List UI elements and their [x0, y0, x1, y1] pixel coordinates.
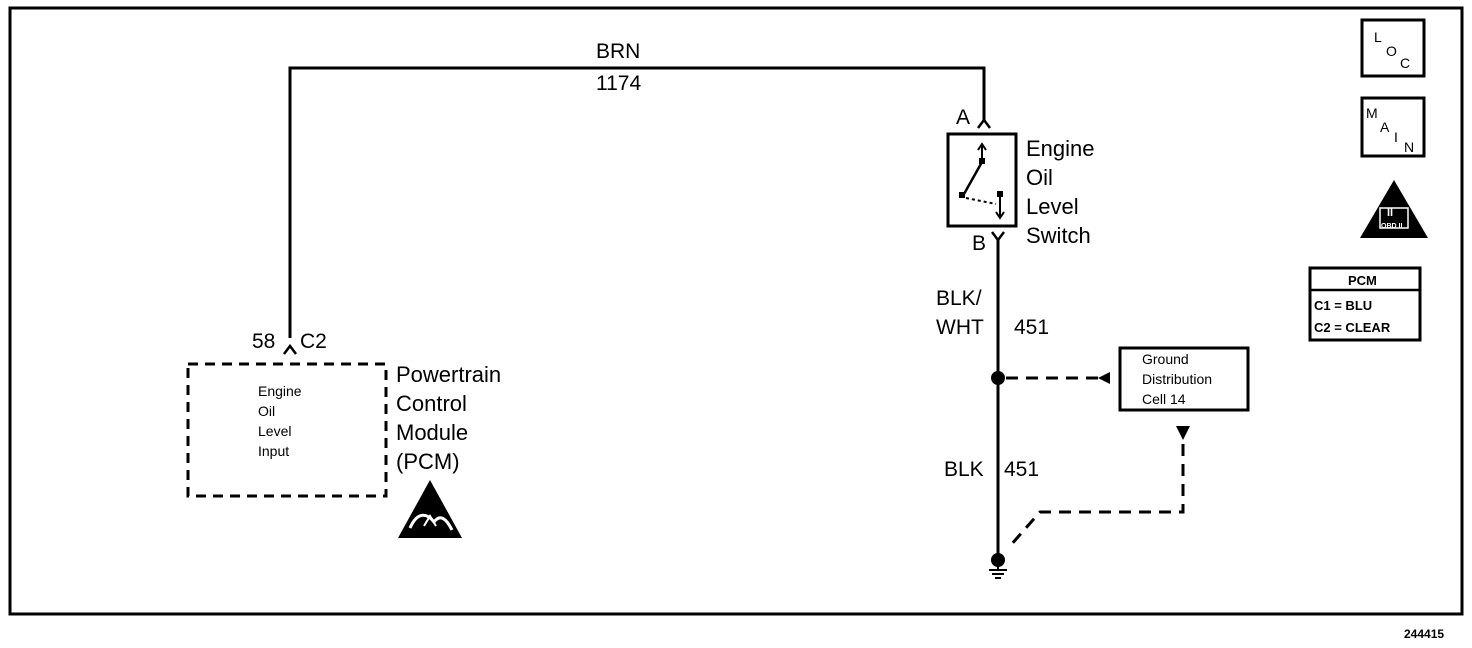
obd-roman: II: [1387, 207, 1393, 219]
switch-symbol: [959, 142, 1005, 220]
pcm-internal-line-2: Oil: [258, 403, 275, 419]
ground-dist-line-1: Ground: [1142, 351, 1189, 367]
pcm-internal-line-1: Engine: [258, 383, 302, 399]
pcm-connector-legend: PCM C1 = BLU C2 = CLEAR: [1308, 266, 1422, 342]
wire-top-color: BRN: [596, 40, 640, 63]
pcm-label-line-2: Control: [396, 391, 467, 416]
oil-level-switch-box: [946, 132, 1018, 228]
pcm-label-line-3: Module: [396, 420, 468, 445]
pcm-internal-label: Engine Oil Level Input: [258, 383, 302, 459]
wire-switch-circuit: 451: [1014, 316, 1049, 339]
pcm-label-line-1: Powertrain: [396, 362, 501, 387]
wire-switch-color-2: WHT: [936, 316, 984, 339]
main-letter-a: A: [1380, 119, 1390, 135]
loc-letter-l: L: [1374, 29, 1382, 45]
obd-caption: OBD II: [1381, 223, 1402, 230]
main-letter-n: N: [1404, 139, 1414, 155]
ground-dist-line-2: Distribution: [1142, 371, 1212, 387]
pcm-legend-row-2: C2 = CLEAR: [1314, 320, 1391, 335]
ground-dist-arrow: [1176, 426, 1190, 440]
wire-brn-1174: [288, 66, 986, 338]
figure-number: 244415: [1404, 627, 1444, 641]
pcm-legend-row-1: C1 = BLU: [1314, 298, 1372, 313]
switch-pin-a: A: [956, 106, 970, 129]
main-icon: M A I N: [1360, 96, 1426, 158]
ground-dist-line-3: Cell 14: [1142, 391, 1186, 407]
switch-label-line-1: Engine: [1026, 136, 1095, 161]
pcm-legend-title: PCM: [1348, 273, 1377, 288]
pcm-connector-pin: 58: [252, 330, 275, 353]
esd-warning-icon: [398, 480, 462, 538]
pcm-label-line-4: (PCM): [396, 449, 460, 474]
switch-pin-b: B: [972, 232, 986, 255]
pcm-internal-line-4: Input: [258, 443, 289, 459]
pcm-connector-id: C2: [300, 330, 327, 353]
wire-top-circuit: 1174: [596, 72, 641, 95]
wire-ground-circuit: 451: [1004, 458, 1039, 481]
loc-letter-c: C: [1400, 55, 1410, 71]
obd-ii-icon: II OBD II: [1360, 180, 1428, 238]
main-letter-m: M: [1366, 105, 1378, 121]
switch-label-line-4: Switch: [1026, 223, 1091, 248]
ground-distribution-box: [1118, 346, 1250, 412]
switch-connector-a-symbol: [977, 117, 991, 129]
splice-arrow: [1098, 372, 1110, 384]
switch-connector-b-symbol: [991, 231, 1005, 243]
diagram-frame: [8, 6, 1464, 616]
ground-symbol-icon: [989, 553, 1007, 579]
pcm-internal-line-3: Level: [258, 423, 291, 439]
switch-label-line-3: Level: [1026, 194, 1079, 219]
main-letter-i: I: [1394, 129, 1398, 145]
loc-icon: L O C: [1360, 18, 1426, 78]
wire-switch-color-1: BLK/: [936, 287, 982, 310]
switch-label-line-2: Oil: [1026, 165, 1053, 190]
pcm-connector-symbol: [283, 343, 297, 355]
loc-letter-o: O: [1386, 43, 1397, 59]
pcm-label: Powertrain Control Module (PCM): [396, 362, 501, 474]
pcm-module-box: [186, 362, 388, 498]
wire-ground-color: BLK: [944, 458, 984, 481]
switch-label: Engine Oil Level Switch: [1026, 136, 1095, 248]
